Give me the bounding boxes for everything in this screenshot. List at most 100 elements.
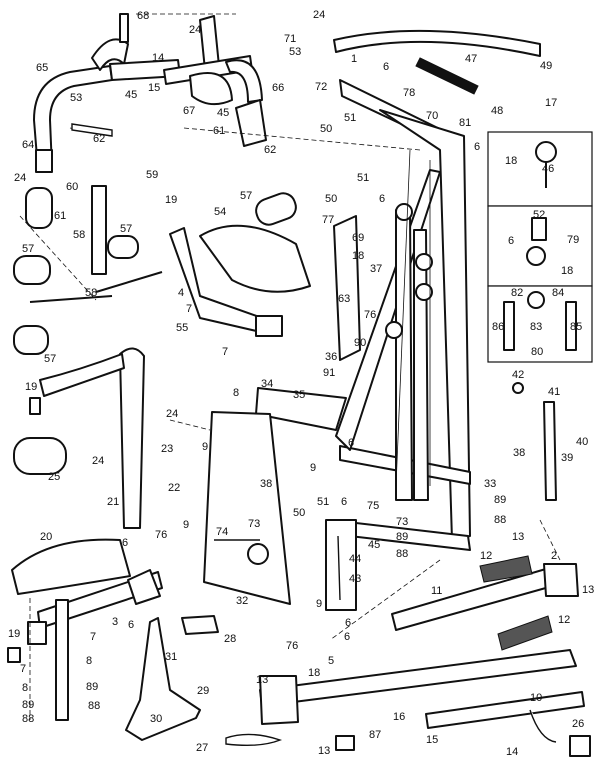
callout-18: 18 xyxy=(308,667,320,679)
callout-23: 23 xyxy=(161,443,173,455)
callout-35: 35 xyxy=(293,389,305,401)
callout-14: 14 xyxy=(152,52,164,64)
callout-77: 77 xyxy=(322,214,334,226)
callout-87: 87 xyxy=(369,729,381,741)
callout-84: 84 xyxy=(552,287,564,299)
callout-58: 58 xyxy=(73,229,85,241)
callout-69: 69 xyxy=(352,232,364,244)
callout-74: 74 xyxy=(216,526,228,538)
callout-88: 88 xyxy=(22,713,34,725)
callout-76: 76 xyxy=(364,309,376,321)
callout-50: 50 xyxy=(325,193,337,205)
callout-89: 89 xyxy=(22,699,34,711)
base-frame xyxy=(259,519,591,757)
callout-15: 15 xyxy=(148,82,160,94)
callout-51: 51 xyxy=(317,496,329,508)
callout-88: 88 xyxy=(88,700,100,712)
callout-16: 16 xyxy=(393,711,405,723)
callout-38: 38 xyxy=(513,447,525,459)
callout-37: 37 xyxy=(370,263,382,275)
callout-8: 8 xyxy=(86,655,92,667)
callout-15: 15 xyxy=(426,734,438,746)
callout-19: 19 xyxy=(25,381,37,393)
callout-18: 18 xyxy=(561,265,573,277)
callout-62: 62 xyxy=(264,144,276,156)
callout-8: 8 xyxy=(233,387,239,399)
callout-30: 30 xyxy=(150,713,162,725)
callout-38: 38 xyxy=(260,478,272,490)
callout-63: 63 xyxy=(338,293,350,305)
callout-6: 6 xyxy=(348,437,354,449)
callout-62: 62 xyxy=(93,133,105,145)
callout-2: 2 xyxy=(551,550,557,562)
detail-insets xyxy=(487,131,593,363)
callout-9: 9 xyxy=(316,598,322,610)
callout-86: 86 xyxy=(492,321,504,333)
callout-75: 75 xyxy=(367,500,379,512)
callout-32: 32 xyxy=(236,595,248,607)
callout-41: 41 xyxy=(548,386,560,398)
callout-66: 66 xyxy=(272,82,284,94)
callout-51: 51 xyxy=(344,112,356,124)
center-shroud xyxy=(203,411,291,605)
callout-40: 40 xyxy=(576,436,588,448)
callout-89: 89 xyxy=(86,681,98,693)
callout-6: 6 xyxy=(379,193,385,205)
callout-85: 85 xyxy=(570,321,582,333)
callout-9: 9 xyxy=(310,462,316,474)
callout-6: 6 xyxy=(122,537,128,549)
callout-42: 42 xyxy=(512,369,524,381)
callout-6: 6 xyxy=(128,619,134,631)
press-arm-assembly xyxy=(33,13,267,173)
callout-43: 43 xyxy=(349,573,361,585)
callout-58: 58 xyxy=(85,287,97,299)
callout-57: 57 xyxy=(22,243,34,255)
callout-18: 18 xyxy=(352,250,364,262)
callout-20: 20 xyxy=(40,531,52,543)
callout-46: 46 xyxy=(542,163,554,175)
roller-pads-left xyxy=(13,185,297,355)
callout-3: 3 xyxy=(112,616,118,628)
callout-5: 5 xyxy=(328,655,334,667)
callout-64: 64 xyxy=(22,139,34,151)
callout-71: 71 xyxy=(284,33,296,45)
callout-9: 9 xyxy=(183,519,189,531)
callout-53: 53 xyxy=(289,46,301,58)
callout-6: 6 xyxy=(508,235,514,247)
callout-6: 6 xyxy=(344,631,350,643)
callout-78: 78 xyxy=(403,87,415,99)
callout-44: 44 xyxy=(349,553,361,565)
callout-27: 27 xyxy=(196,742,208,754)
callout-19: 19 xyxy=(165,194,177,206)
callout-labels: 68 24 24 71 53 65 14 15 53 45 67 45 66 6… xyxy=(8,9,594,758)
callout-13: 13 xyxy=(512,531,524,543)
callout-24: 24 xyxy=(14,172,26,184)
callout-79: 79 xyxy=(567,234,579,246)
callout-45: 45 xyxy=(217,107,229,119)
callout-6: 6 xyxy=(474,141,480,153)
callout-83: 83 xyxy=(530,321,542,333)
callout-9: 9 xyxy=(202,441,208,453)
callout-73: 73 xyxy=(396,516,408,528)
callout-13: 13 xyxy=(582,584,594,596)
callout-6: 6 xyxy=(383,61,389,73)
callout-21: 21 xyxy=(107,496,119,508)
callout-11: 11 xyxy=(431,585,442,597)
callout-89: 89 xyxy=(494,494,506,506)
callout-67: 67 xyxy=(183,105,195,117)
callout-36: 36 xyxy=(325,351,337,363)
callout-61: 61 xyxy=(213,125,225,137)
callout-49: 49 xyxy=(540,60,552,72)
callout-45: 45 xyxy=(125,89,137,101)
callout-13: 13 xyxy=(318,745,330,757)
callout-61: 61 xyxy=(54,210,66,222)
callout-29: 29 xyxy=(197,685,209,697)
callout-31: 31 xyxy=(165,651,177,663)
callout-72: 72 xyxy=(315,81,327,93)
callout-8: 8 xyxy=(22,682,28,694)
callout-88: 88 xyxy=(494,514,506,526)
callout-12: 12 xyxy=(558,614,570,626)
callout-34: 34 xyxy=(261,378,273,390)
callout-24: 24 xyxy=(313,9,325,21)
